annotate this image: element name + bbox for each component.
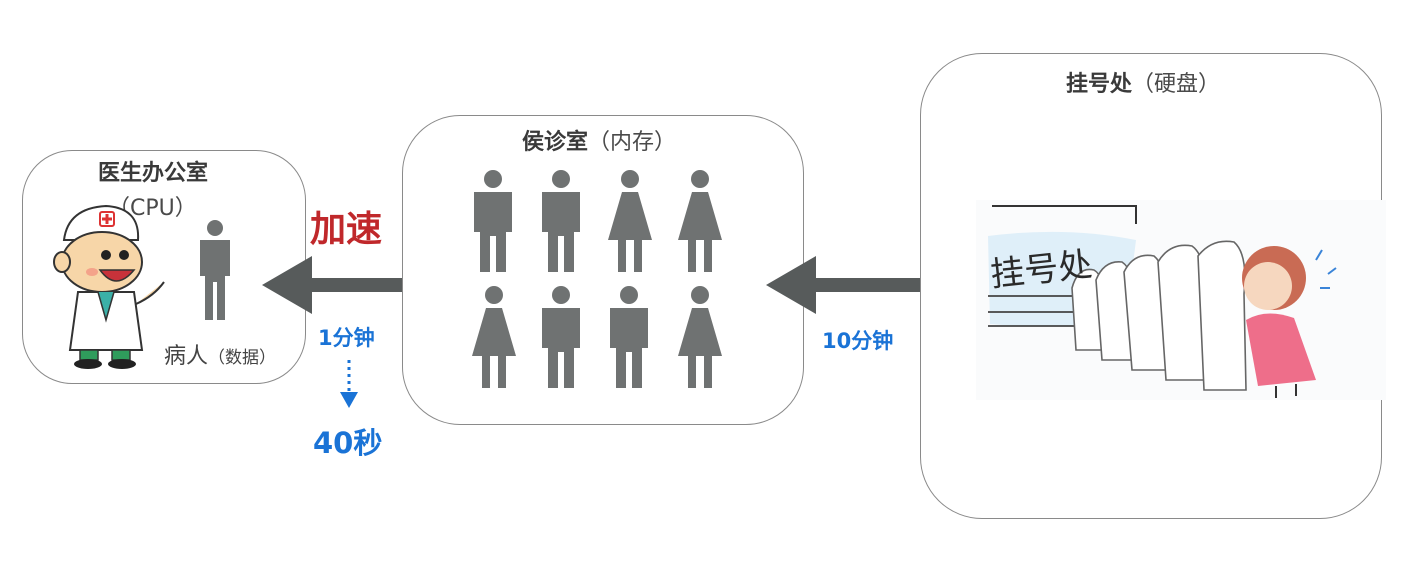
arrow-disk-to-memory bbox=[766, 256, 942, 314]
female-person-icon bbox=[472, 286, 516, 388]
accelerate-label: 加速 bbox=[310, 209, 383, 250]
male-person-icon bbox=[474, 170, 512, 272]
memory-cpu-time-label: 1分钟 bbox=[318, 326, 375, 350]
registration-queue-illustration bbox=[976, 200, 1386, 400]
female-person-icon bbox=[608, 170, 652, 272]
male-person-icon bbox=[542, 170, 580, 272]
registration-title: 挂号处（硬盘） bbox=[1066, 72, 1221, 97]
female-person-icon bbox=[678, 286, 722, 388]
disk-memory-time-label: 10分钟 bbox=[822, 329, 894, 353]
patient-label: 病人（数据） bbox=[164, 344, 277, 369]
male-person-icon bbox=[610, 286, 648, 388]
doctor-office-title: 医生办公室 bbox=[98, 155, 208, 187]
arrow-memory-to-cpu bbox=[262, 256, 438, 314]
dotted-down-arrow bbox=[340, 360, 358, 408]
waiting-room-title: 侯诊室（内存） bbox=[522, 130, 677, 155]
waiting-people-grid bbox=[472, 170, 722, 388]
doctor-illustration bbox=[53, 204, 165, 369]
accelerated-time-label: 40秒 bbox=[313, 426, 383, 460]
male-person-icon bbox=[542, 286, 580, 388]
waiting-room-box bbox=[402, 115, 804, 425]
doctor-office-title-text: 医生办公室 bbox=[98, 161, 209, 186]
patient-person-icon bbox=[200, 220, 230, 320]
female-person-icon bbox=[678, 170, 722, 272]
